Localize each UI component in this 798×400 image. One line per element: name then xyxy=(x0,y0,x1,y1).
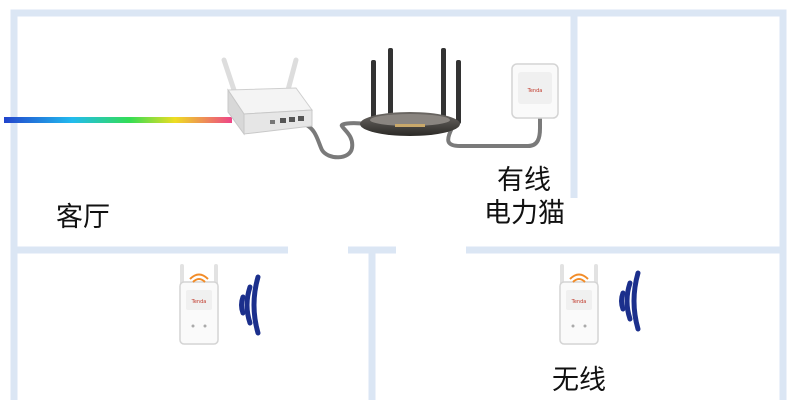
wifi-waves-icon xyxy=(619,270,641,332)
cables xyxy=(302,114,542,160)
wired-label-line2: 电力猫 xyxy=(484,198,565,229)
wired-label-line1: 有线 xyxy=(497,165,551,196)
wifi-extender-icon: Tenda xyxy=(559,264,599,345)
wifi-waves-icon xyxy=(239,274,261,336)
living-room-label: 客厅 xyxy=(56,202,110,233)
powerline-brand: Tenda xyxy=(527,88,543,94)
cable-modem-router xyxy=(302,121,368,160)
modem-icon xyxy=(221,57,313,136)
fiber-line xyxy=(4,117,232,123)
walls xyxy=(10,9,787,400)
extender-left-brand: Tenda xyxy=(191,299,207,305)
extender-right-brand: Tenda xyxy=(571,299,587,305)
cable-router-powerline xyxy=(446,114,542,148)
wireless-label: 无线 xyxy=(552,365,606,396)
powerline-adapter-icon: Tenda xyxy=(511,63,559,119)
wall-outer xyxy=(10,9,787,400)
router-icon xyxy=(360,48,461,136)
wifi-extender-icon: Tenda xyxy=(179,264,219,345)
